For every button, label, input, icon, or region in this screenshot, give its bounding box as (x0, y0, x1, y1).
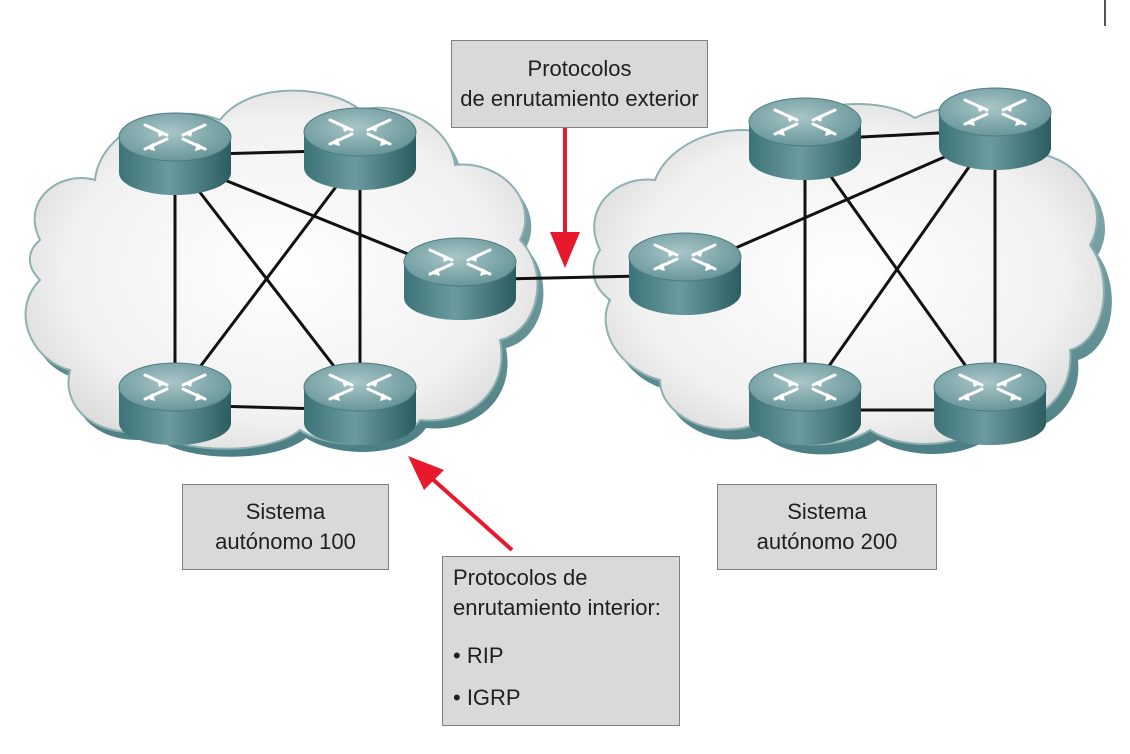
as200-label-line2: autónomo 200 (756, 529, 898, 554)
router-icon (117, 111, 233, 197)
router-icon (627, 231, 743, 317)
exterior-label-line1: Protocolos (527, 56, 632, 81)
interior-bullet-igrp: • IGRP (453, 685, 521, 710)
as100-label-line2: autónomo 100 (215, 529, 356, 554)
as100-label: Sistema autónomo 100 (182, 484, 389, 570)
exterior-protocols-label: Protocolos de enrutamiento exterior (451, 40, 708, 128)
router-icon (117, 361, 233, 447)
interior-label-line1: Protocolos de (453, 565, 588, 590)
interior-protocols-label: Protocolos de enrutamiento interior: • R… (442, 556, 680, 726)
interior-bullet-rip: • RIP (453, 643, 504, 668)
router-icon (302, 361, 418, 447)
interior-arrow (408, 456, 514, 552)
exterior-arrow (550, 128, 580, 268)
as200-label: Sistema autónomo 200 (717, 484, 937, 570)
router-icon (937, 86, 1053, 172)
router-icon (302, 106, 418, 192)
exterior-label-line2: de enrutamiento exterior (460, 86, 699, 111)
interior-label-line2: enrutamiento interior: (453, 595, 661, 620)
as200-label-line1: Sistema (787, 499, 867, 524)
router-icon (747, 361, 863, 447)
as100-label-line1: Sistema (245, 499, 326, 524)
corner-divider (1104, 0, 1106, 26)
router-icon (747, 96, 863, 182)
router-icon (402, 236, 518, 322)
router-icon (932, 361, 1048, 447)
